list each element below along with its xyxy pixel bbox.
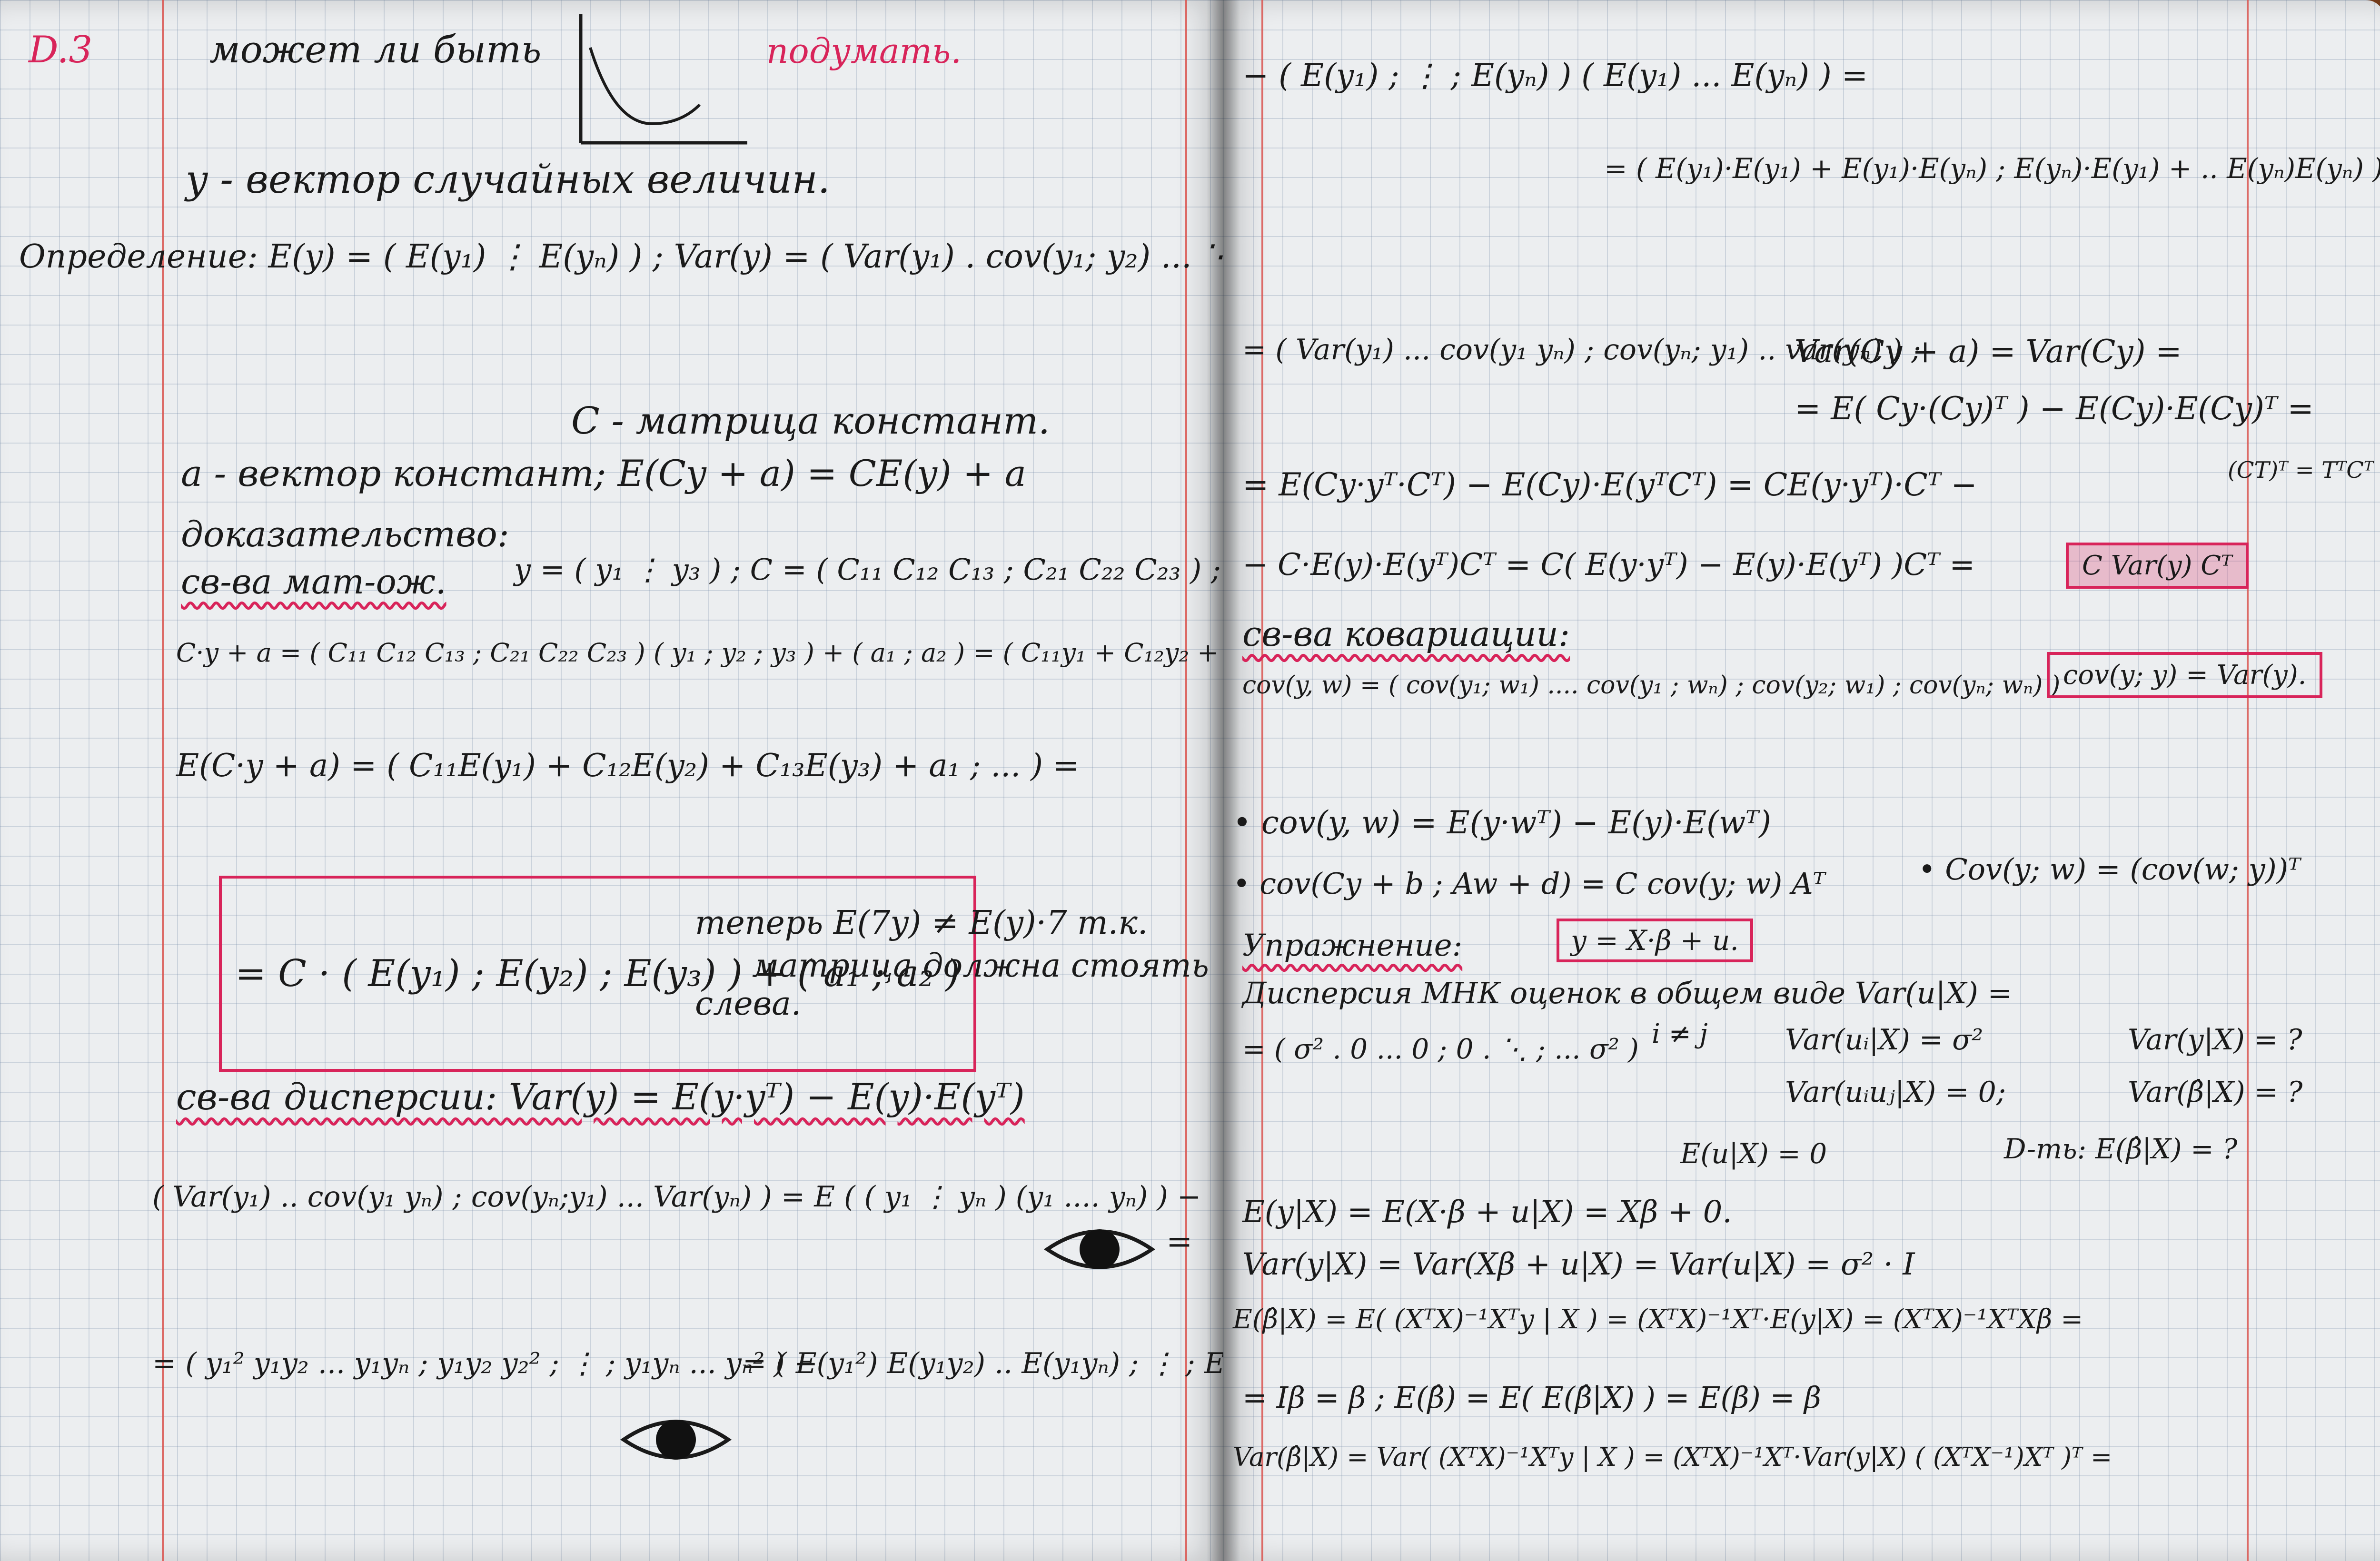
r-line-11: cov(y, w) = ( cov(y₁; w₁) .... cov(y₁ ; … [1242, 671, 2061, 700]
r-line-3: = ( Var(y₁) ... cov(y₁ yₙ) ; cov(yₙ; y₁)… [1242, 333, 1921, 366]
r-line-13: • cov(y, w) = E(y·wᵀ) − E(y)·E(wᵀ) [1233, 804, 1771, 841]
eye-equals-1: = [1166, 1223, 1193, 1260]
text-line-4: a - вектор констант; E(Cy + a) = CE(y) +… [181, 452, 1026, 494]
r-boxed-model: y = X·β + u. [1557, 919, 1753, 962]
r-line-20: i ≠ j [1652, 1018, 1708, 1049]
r-line-25: E(u|X) = 0 [1680, 1137, 1827, 1170]
text-line-9: E(C·y + a) = ( C₁₁E(y₁) + C₁₂E(y₂) + C₁₃… [176, 747, 1080, 784]
text-line-12: матрица должна стоять [752, 947, 1209, 985]
r-line-26: D-ть: E(β̂|X) = ? [2004, 1133, 2238, 1165]
r-line-14: • cov(Cy + b ; Aw + d) = C cov(y; w) Aᵀ [1233, 866, 1825, 901]
r-boxed-cvarc: C Var(y) Cᵀ [2066, 543, 2249, 589]
r-line-5: = E( Cy·(Cy)ᵀ ) − E(Cy)·E(Cy)ᵀ = [1795, 390, 2314, 427]
left-page-right-margin-line [1185, 0, 1187, 1561]
r-line-28: Var(y|X) = Var(Xβ + u|X) = Var(u|X) = σ²… [1242, 1247, 1915, 1282]
text-line-16: = ( y₁² y₁y₂ ... y₁yₙ ; y₁y₂ y₂² ; ⋮ ; y… [152, 1347, 818, 1380]
r-line-24: Var(β̂|X) = ? [2128, 1076, 2303, 1109]
text-line-11: теперь E(7y) ≠ E(y)·7 т.к. [695, 904, 1148, 942]
notebook-spine [1207, 0, 1240, 1561]
r-line-27: E(y|X) = E(X·β + u|X) = Xβ + 0. [1242, 1195, 1732, 1230]
notebook-right-page: − ( E(y₁) ; ⋮ ; E(yₙ) ) ( E(y₁) ... E(yₙ… [1223, 0, 2380, 1561]
r-line-16: Упражнение: [1242, 928, 1463, 963]
r-line-1: − ( E(y₁) ; ⋮ ; E(yₙ) ) ( E(y₁) ... E(yₙ… [1242, 57, 1868, 94]
header-question: может ли быть [209, 29, 542, 71]
text-line-13: слева. [695, 985, 802, 1023]
r-line-31: Var(β̂|X) = Var( (XᵀX)⁻¹Xᵀy | X ) = (XᵀX… [1233, 1442, 2112, 1472]
text-line-14: св-ва дисперсии: Var(y) = E(y·yᵀ) − E(y)… [176, 1076, 1025, 1118]
text-line-3: C - матрица констант. [571, 400, 1050, 443]
right-page-left-margin-line [1261, 0, 1263, 1561]
r-line-7: (CT)ᵀ = TᵀCᵀ [2228, 457, 2374, 484]
text-line-7: св-ва мат-ож. [181, 562, 446, 602]
text-line-17: = ( E(y₁²) E(y₁y₂) .. E(y₁yₙ) ; ⋮ ; E(y₁… [743, 1347, 1223, 1380]
r-line-18: Дисперсия МНК оценок в общем виде Var(u|… [1242, 976, 2013, 1010]
r-line-2: = ( E(y₁)·E(y₁) + E(y₁)·E(yₙ) ; E(yₙ)·E(… [1604, 152, 2380, 185]
notebook-left-page: D.3 может ли быть подумать. y - вектор с… [0, 0, 1223, 1561]
eye-drawing-1 [1043, 1229, 1156, 1269]
r-line-19: = ( σ² . 0 ... 0 ; 0 . ⋱ ; ... σ² ) [1242, 1033, 1639, 1065]
r-line-15: • Cov(y; w) = (cov(w; y))ᵀ [1918, 852, 2301, 887]
text-line-15: ( Var(y₁) .. cov(y₁ yₙ) ; cov(yₙ;y₁) ...… [152, 1180, 1201, 1214]
left-margin-line [162, 0, 164, 1561]
text-line-8: C·y + a = ( C₁₁ C₁₂ C₁₃ ; C₂₁ C₂₂ C₂₃ ) … [176, 638, 1223, 668]
r-line-6: = E(Cy·yᵀ·Cᵀ) − E(Cy)·E(yᵀCᵀ) = CE(y·yᵀ)… [1242, 466, 1977, 503]
text-line-6: y = ( y₁ ⋮ y₃ ) ; C = ( C₁₁ C₁₂ C₁₃ ; C₂… [514, 552, 1223, 587]
text-line-2: Определение: E(y) = ( E(y₁) ⋮ E(yₙ) ) ; … [19, 238, 1223, 276]
right-page-margin-line [2247, 0, 2249, 1561]
sketch-graph [579, 14, 747, 145]
r-line-4: Var(Cy + a) = Var(Cy) = [1795, 333, 2182, 370]
eye-drawing-2 [620, 1420, 732, 1460]
r-line-23: Var(uᵢuⱼ|X) = 0; [1785, 1076, 2006, 1109]
r-line-29: E(β̂|X) = E( (XᵀX)⁻¹Xᵀy | X ) = (XᵀX)⁻¹X… [1233, 1304, 2083, 1335]
header-note-red: подумать. [766, 31, 962, 71]
page-label: D.3 [29, 29, 93, 71]
r-line-10: св-ва ковариации: [1242, 614, 1570, 654]
r-line-30: = Iβ = β ; E(β̂) = E( E(β̂|X) ) = E(β) =… [1242, 1380, 1821, 1415]
r-line-8: − C·E(y)·E(yᵀ)Cᵀ = C( E(y·yᵀ) − E(y)·E(y… [1242, 547, 1975, 583]
r-line-21: Var(uᵢ|X) = σ² [1785, 1023, 1983, 1057]
r-boxed-cov: cov(y; y) = Var(y). [2047, 652, 2323, 698]
text-line-1: y - вектор случайных величин. [186, 157, 830, 202]
r-line-22: Var(y|X) = ? [2128, 1023, 2302, 1057]
boxed-result: = C · ( E(y₁) ; E(y₂) ; E(y₃) ) + ( a₁ ;… [219, 876, 976, 1072]
text-line-5: доказательство: [181, 514, 509, 555]
